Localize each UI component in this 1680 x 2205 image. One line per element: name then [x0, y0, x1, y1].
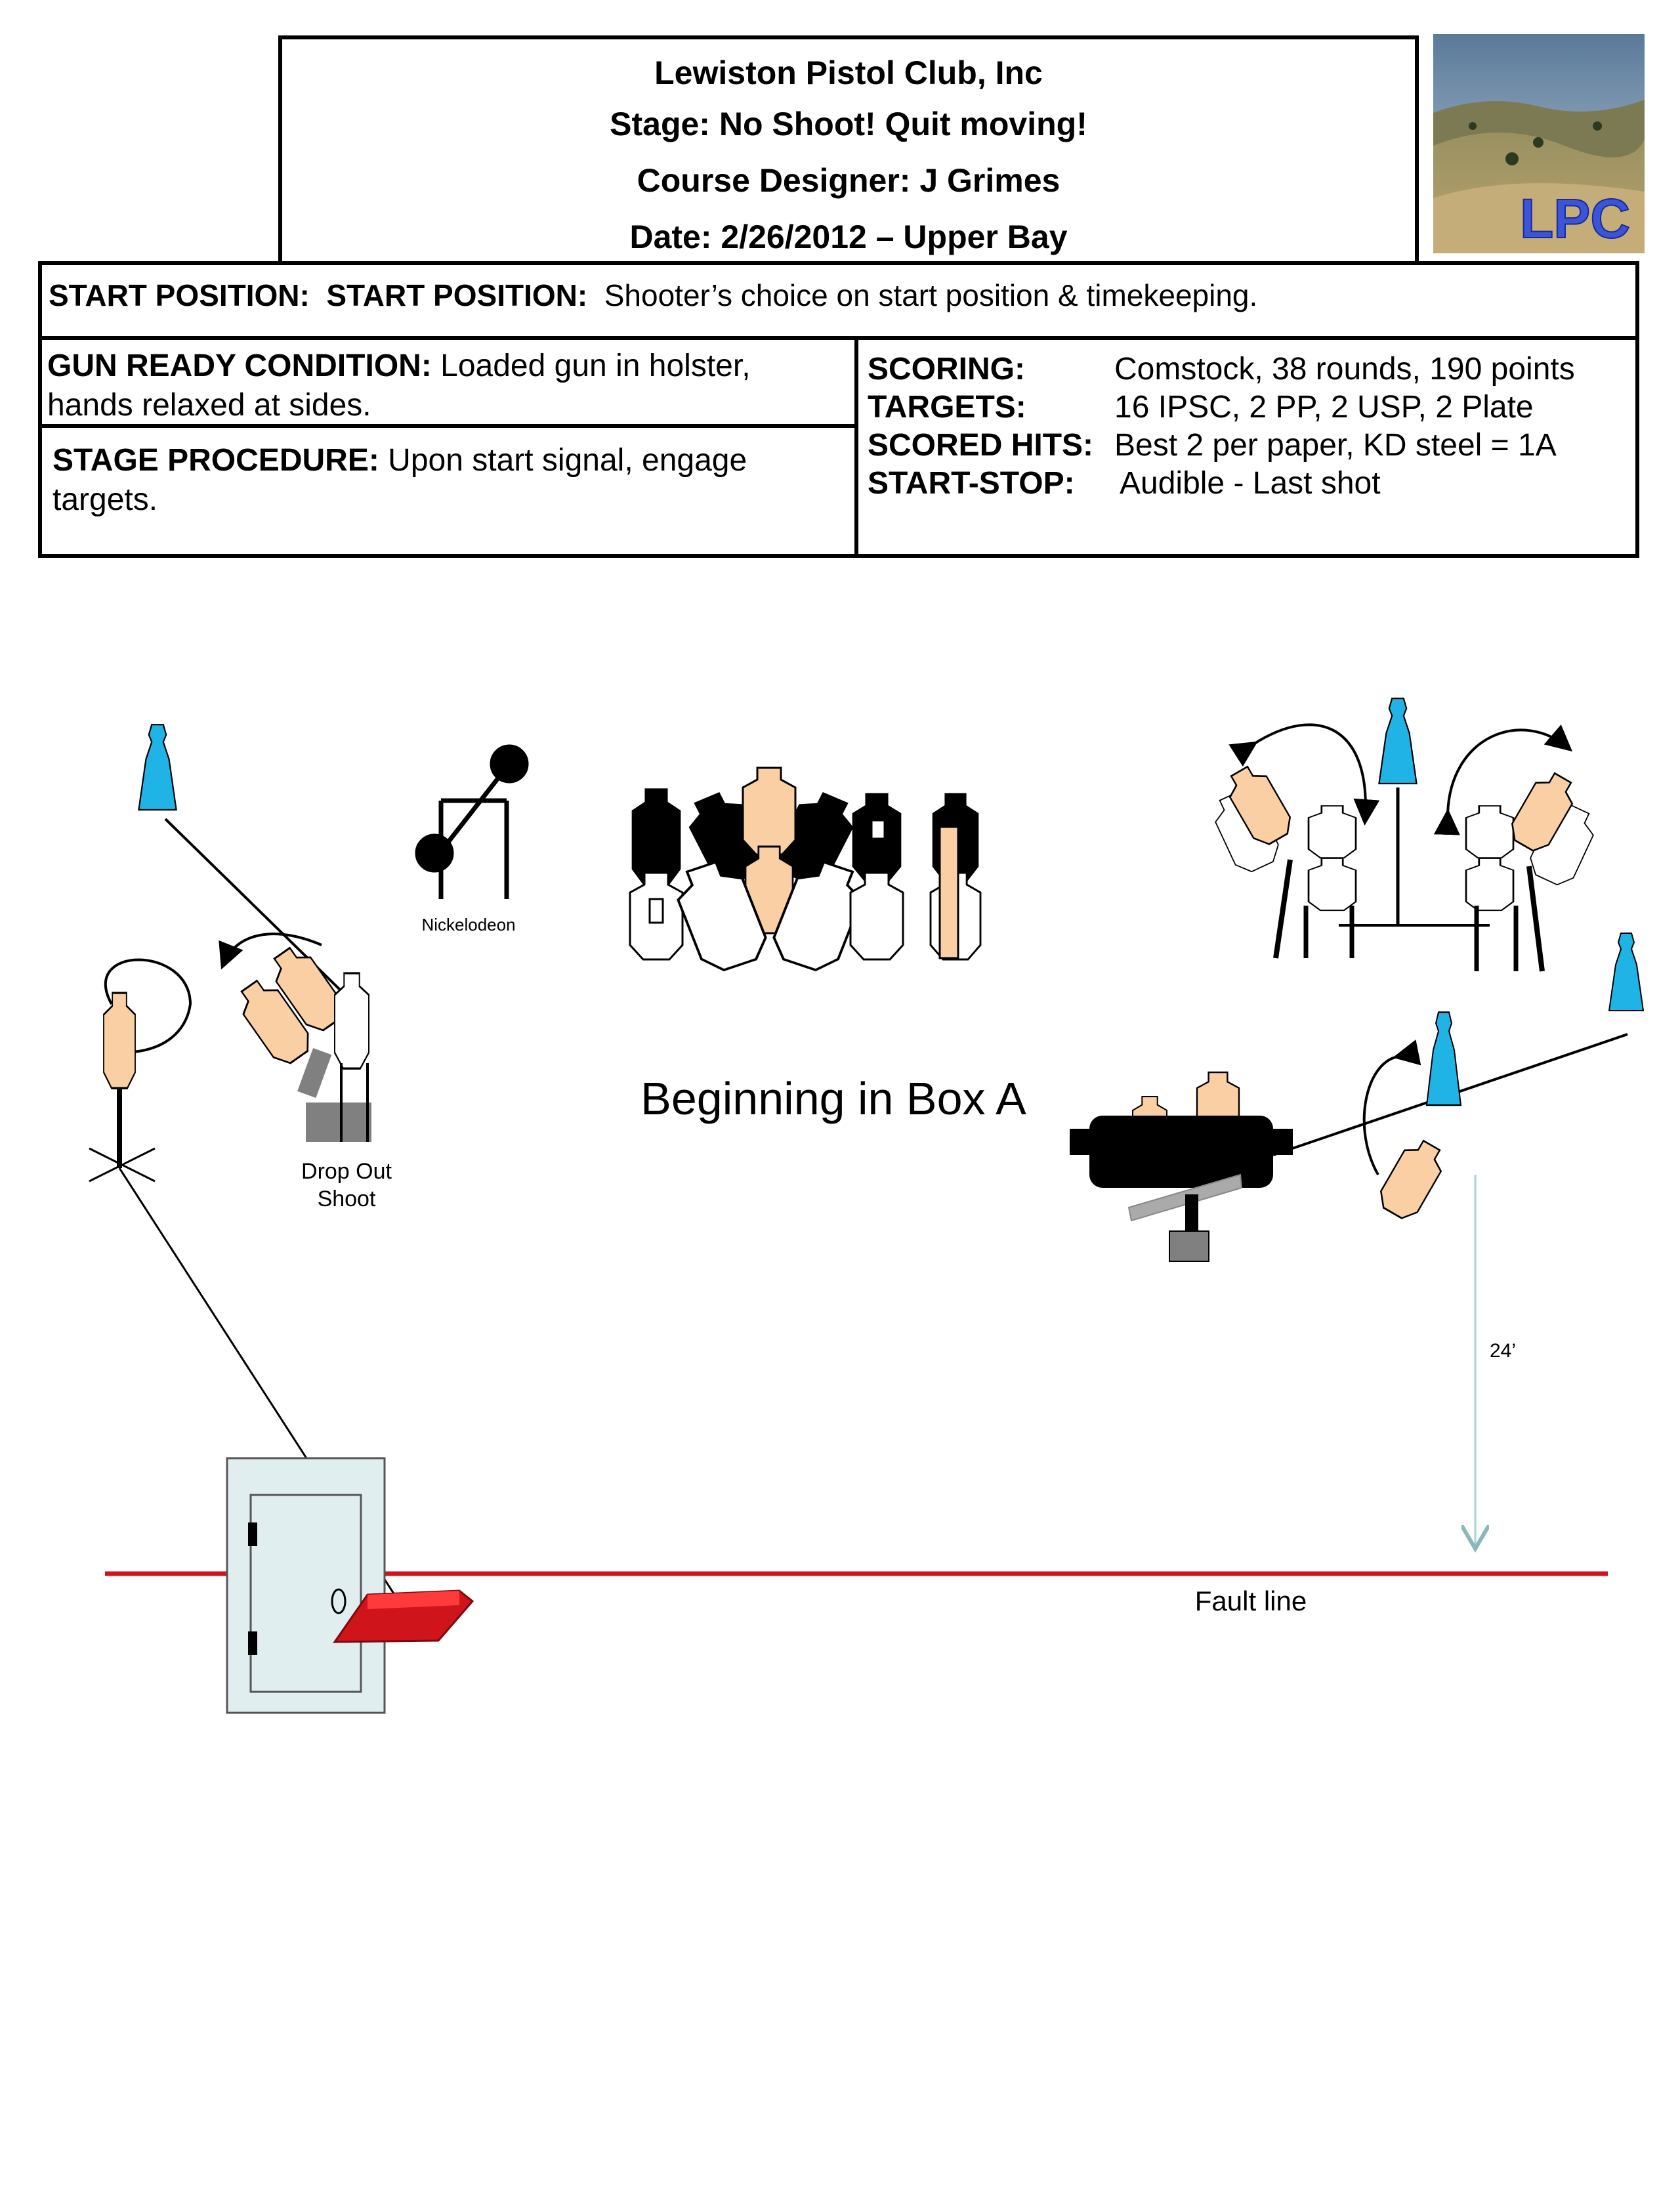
scored-hits-label: SCORED HITS:: [868, 428, 1094, 463]
nickelodeon-target: [415, 744, 529, 899]
scoring-table: SCORING:Comstock, 38 rounds, 190 points …: [868, 350, 1575, 503]
blue-popper-left: [138, 724, 343, 992]
scoring-label: SCORING:: [868, 352, 1025, 387]
logo-text: LPC: [1520, 188, 1630, 249]
distance-label: 24’: [1490, 1340, 1516, 1362]
scoring-row: SCORING: Comstock, 38 rounds, 190 points: [868, 350, 1575, 388]
gun-ready-box: GUN READY CONDITION: Loaded gun in holst…: [38, 336, 858, 428]
start-position-label: START POSITION:: [49, 278, 310, 312]
stage-procedure-box: STAGE PROCEDURE: Upon start signal, enga…: [38, 424, 858, 558]
club-logo-photo: LPC: [1433, 34, 1645, 253]
box-a-marker: [333, 1589, 474, 1643]
start-stop-row: START-STOP: Audible - Last shot: [868, 465, 1575, 503]
targets-row: TARGETS: 16 IPSC, 2 PP, 2 USP, 2 Plate: [868, 388, 1575, 427]
gun-ready-text: GUN READY CONDITION: Loaded gun in holst…: [47, 346, 751, 425]
gun-ready-line2: hands relaxed at sides.: [47, 388, 371, 423]
stage-procedure-label: STAGE PROCEDURE:: [52, 443, 379, 478]
right-lower-target-group: [1070, 933, 1644, 1262]
course-designer: Course Designer: J Grimes: [637, 162, 1060, 199]
start-position-row: START POSITION: START POSITION: Shooter’…: [49, 276, 1257, 315]
landscape-image: LPC: [1433, 34, 1645, 253]
start-stop-value: Audible - Last shot: [1120, 466, 1381, 501]
targets-label: TARGETS:: [868, 390, 1026, 425]
left-swinging-target: [89, 958, 192, 1183]
fault-line-label: Fault line: [1195, 1586, 1307, 1616]
scoring-value: Comstock, 38 rounds, 190 points: [1114, 352, 1575, 387]
right-upper-target-group: [1207, 698, 1602, 972]
stage-procedure-line1: Upon start signal, engage: [388, 443, 747, 478]
scored-hits-value: Best 2 per paper, KD steel = 1A: [1114, 428, 1557, 463]
door[interactable]: [226, 1457, 386, 1714]
beginning-box-a-label: Beginning in Box A: [640, 1073, 1026, 1124]
stage-date: Date: 2/26/2012 – Upper Bay: [629, 219, 1068, 255]
scored-hits-row: SCORED HITS: Best 2 per paper, KD steel =…: [868, 427, 1575, 465]
start-stop-label: START-STOP:: [868, 466, 1075, 501]
stage-title: Stage: No Shoot! Quit moving!: [610, 106, 1087, 142]
start-position-label-repeat: START POSITION:: [326, 278, 588, 312]
club-title: Lewiston Pistol Club, Inc: [654, 54, 1043, 91]
stage-procedure-text: STAGE PROCEDURE: Upon start signal, enga…: [52, 441, 747, 520]
gun-ready-label: GUN READY CONDITION:: [47, 348, 432, 383]
header-box: Lewiston Pistol Club, Inc Stage: No Shoo…: [278, 35, 1419, 265]
gun-ready-line1: Loaded gun in holster,: [440, 348, 751, 383]
center-target-array: [629, 766, 982, 977]
drop-out-label-line1: Drop Out: [301, 1159, 392, 1184]
targets-value: 16 IPSC, 2 PP, 2 USP, 2 Plate: [1114, 390, 1534, 425]
stage-procedure-line2: targets.: [52, 482, 158, 517]
drop-out-target-group: [219, 933, 371, 1142]
nickelodeon-label: Nickelodeon: [421, 915, 515, 934]
start-position-text: Shooter’s choice on start position & tim…: [604, 278, 1258, 312]
scoring-box: SCORING:Comstock, 38 rounds, 190 points …: [854, 336, 1639, 558]
drop-out-label-line2: Shoot: [318, 1186, 376, 1211]
